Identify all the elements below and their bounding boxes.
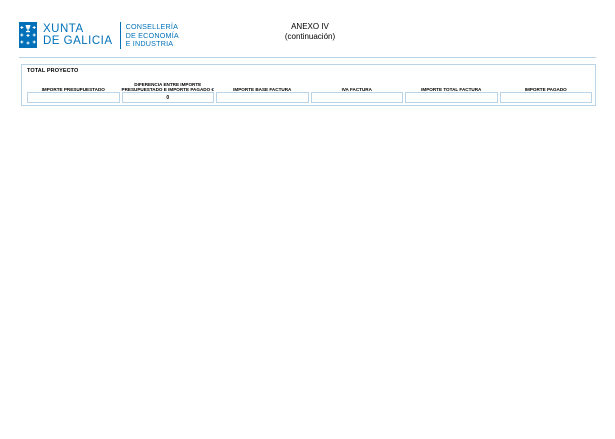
department-line-2: DE ECONOMÍA xyxy=(125,30,179,40)
annex-title: ANEXO IV xyxy=(291,22,329,31)
column-header-importe-base-factura: IMPORTE BASE FACTURA xyxy=(233,86,292,92)
column-header-iva-factura: IVA FACTURA xyxy=(341,86,372,92)
xunta-wordmark: XUNTA DE GALICIA xyxy=(43,22,113,47)
column-header-importe-total-factura: IMPORTE TOTAL FACTURA xyxy=(421,86,482,92)
header-divider xyxy=(19,57,596,58)
department-name: CONSELLERÍA DE ECONOMÍA E INDUSTRIA xyxy=(126,22,179,49)
column-header-diferencia: DIFERENCIA ENTRE IMPORTE PRESUPUESTADO E… xyxy=(121,81,214,92)
importe-total-factura-field[interactable] xyxy=(405,92,498,103)
column-header-importe-pagado: IMPORTE PAGADO xyxy=(524,86,567,92)
section-title: TOTAL PROYECTO xyxy=(27,68,79,74)
department-line-3: E INDUSTRIA xyxy=(125,39,174,49)
department-line-1: CONSELLERÍA xyxy=(125,22,179,31)
annex-heading: ANEXO IV (continuación) xyxy=(250,22,370,42)
xunta-line-2: DE GALICIA xyxy=(43,35,113,47)
value-row: 0 xyxy=(27,92,592,103)
importe-presupuestado-field[interactable] xyxy=(27,92,120,103)
diferencia-field: 0 xyxy=(121,92,214,103)
xunta-logo: XUNTA DE GALICIA CONSELLERÍA DE ECONOMÍA… xyxy=(19,22,179,49)
annex-subtitle: (continuación) xyxy=(284,32,336,41)
importe-base-factura-field[interactable] xyxy=(216,92,309,103)
importe-pagado-field[interactable] xyxy=(499,92,592,103)
iva-factura-field[interactable] xyxy=(310,92,403,103)
logo-divider xyxy=(119,22,121,49)
column-headers: IMPORTE PRESUPUESTADO DIFERENCIA ENTRE I… xyxy=(27,78,592,92)
column-header-importe-presupuestado: IMPORTE PRESUPUESTADO xyxy=(41,86,105,92)
total-project-section: TOTAL PROYECTO IMPORTE PRESUPUESTADO DIF… xyxy=(21,64,596,106)
xunta-line-1: XUNTA xyxy=(43,23,84,35)
galicia-shield-icon xyxy=(19,22,37,48)
